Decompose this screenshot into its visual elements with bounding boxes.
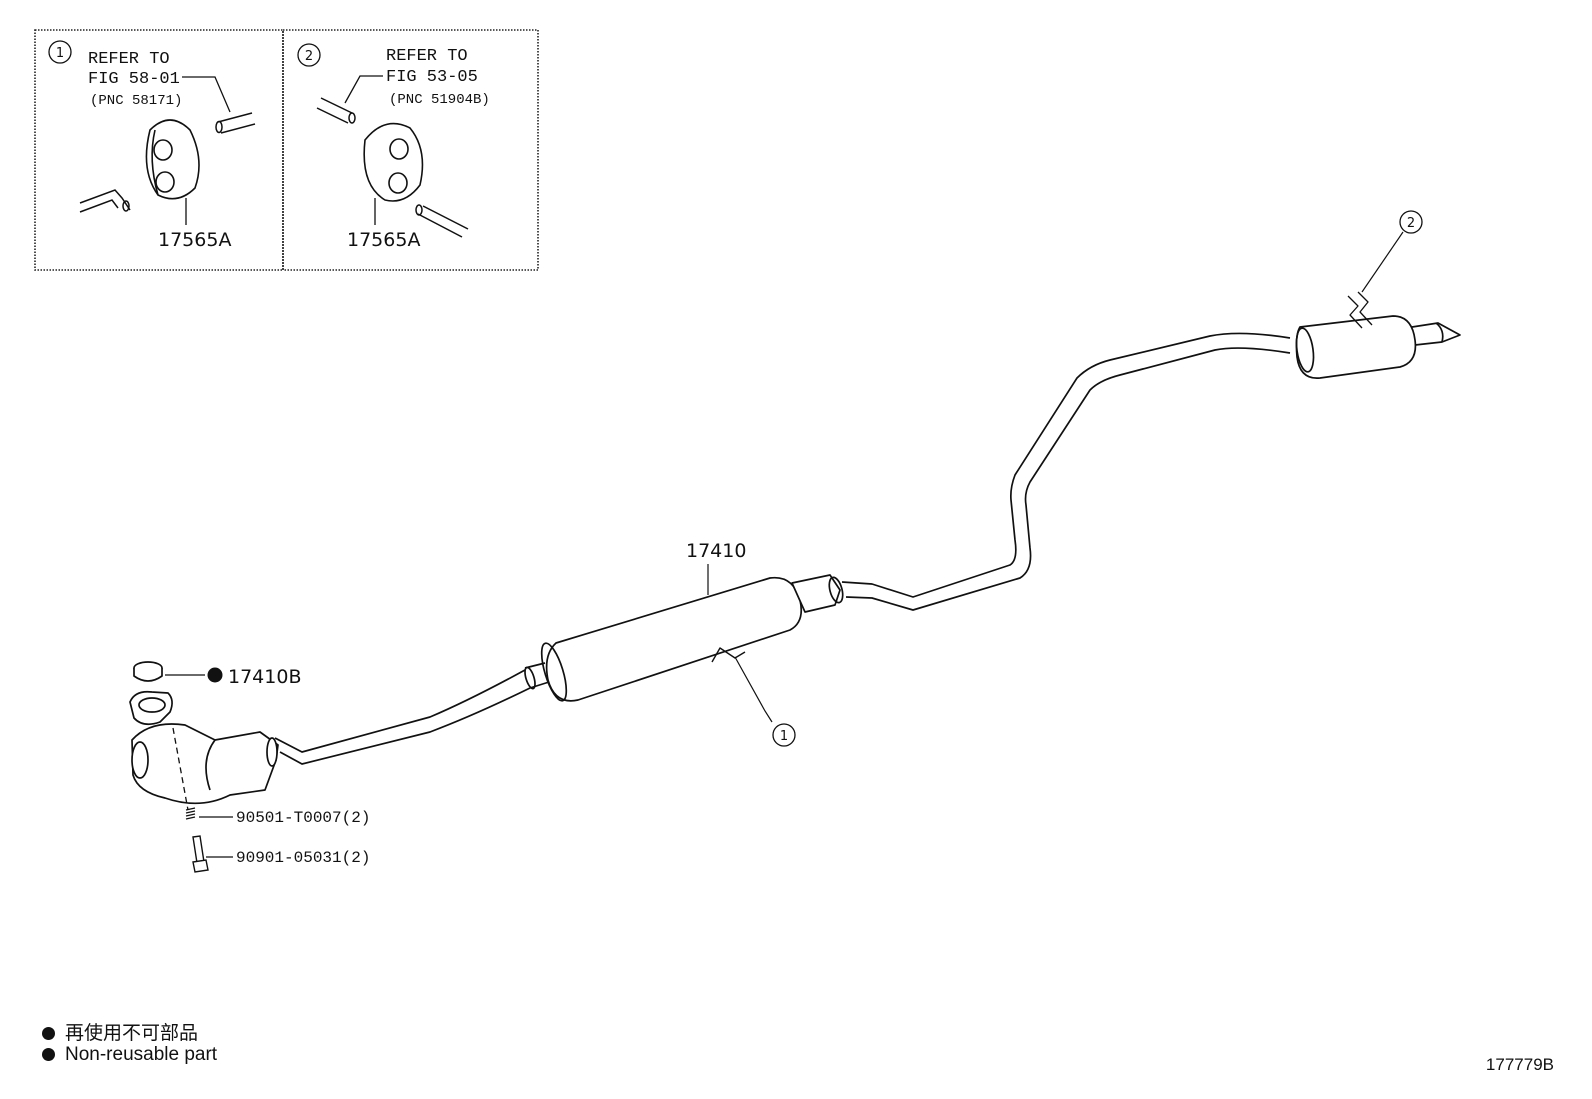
inset-1-line-2: FIG 58-01 xyxy=(88,70,180,89)
spring-part xyxy=(185,807,196,820)
inset-2-line-1: REFER TO xyxy=(386,47,468,66)
inset-2-line-3: (PNC 51904B) xyxy=(389,92,490,108)
legend-english: Non-reusable part xyxy=(42,1044,217,1066)
inset-1: 1 REFER TO FIG 58-01 (PNC 58171) 17565A xyxy=(34,29,284,271)
legend-english-text: Non-reusable part xyxy=(65,1044,218,1065)
bolt-part xyxy=(192,835,209,873)
inset-2-callout: 2 xyxy=(305,49,313,64)
center-flange xyxy=(791,574,844,613)
rear-muffler xyxy=(1295,291,1461,379)
hanger-rod xyxy=(215,112,256,134)
exhaust-pipe-assembly xyxy=(129,291,1461,805)
callout-2: 2 xyxy=(1407,216,1415,231)
callout-1: 1 xyxy=(780,729,788,744)
part-main-pipe: 17410 xyxy=(686,540,746,562)
catalytic-converter xyxy=(131,723,279,805)
hanger-rubber-2 xyxy=(363,122,424,202)
legend-bullet-icon xyxy=(42,1027,55,1040)
manifold-flange xyxy=(129,690,173,726)
inset-2-line-2: FIG 53-05 xyxy=(386,68,478,87)
inset-2-part: 17565A xyxy=(347,229,420,251)
inset-1-line-1: REFER TO xyxy=(88,50,170,69)
gasket-17410B xyxy=(133,661,163,682)
legend-bullet-icon xyxy=(42,1048,55,1061)
part-gasket: 17410B xyxy=(228,666,301,688)
resonator xyxy=(524,576,803,702)
inset-1-callout: 1 xyxy=(56,46,64,61)
inset-1-line-3: (PNC 58171) xyxy=(90,93,182,109)
part-bolt: 90901-05031(2) xyxy=(236,849,370,867)
hanger-rubber-1 xyxy=(145,119,200,200)
figure-id: 177779B xyxy=(1485,1055,1554,1074)
inset-1-part: 17565A xyxy=(158,229,231,251)
inset-2: 2 REFER TO FIG 53-05 (PNC 51904B) 17565A xyxy=(282,29,539,271)
legend-japanese-text: 再使用不可部品 xyxy=(65,1023,199,1044)
part-spring: 90501-T0007(2) xyxy=(236,809,370,827)
legend-japanese: 再使用不可部品 xyxy=(42,1018,198,1045)
